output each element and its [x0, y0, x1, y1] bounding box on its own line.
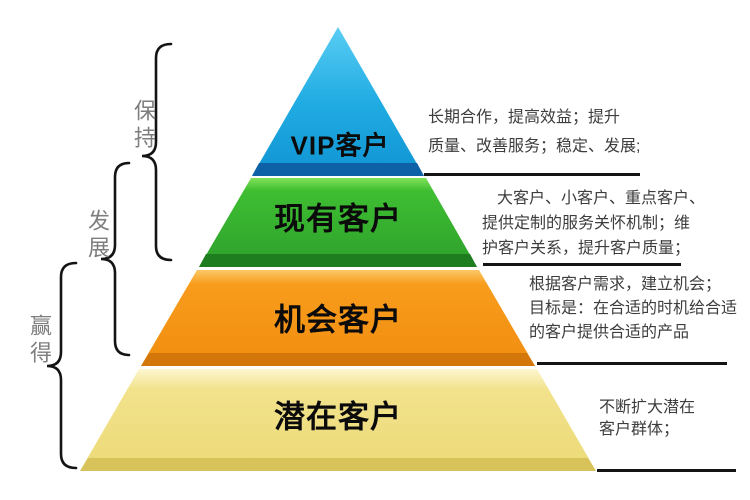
- pyramid-level-opportunity-face: [141, 270, 535, 366]
- annotation-line: 大客户、小客户、重点客户、: [497, 190, 706, 207]
- annotation-line: 质量、改善服务；稳定、发展;: [428, 138, 641, 155]
- annotation-potential: 不断扩大潜在 客户群体；: [599, 397, 695, 441]
- pyramid-level-existing-bevel: [199, 254, 477, 267]
- stage-label-develop: 发展: [85, 209, 110, 263]
- annotation-line: 提供定制的服务关怀机制；维: [482, 215, 691, 232]
- pyramid-level-vip-bevel: [252, 163, 424, 176]
- pyramid-level-opportunity-bevel: [141, 353, 535, 366]
- annotation-line: 目标是：在合适的时机给合适: [529, 300, 738, 317]
- level-label-existing: 现有客户: [274, 201, 402, 237]
- pyramid-level-potential-face: [80, 369, 596, 471]
- annotation-existing: 大客户、小客户、重点客户、 提供定制的服务关怀机制；维 护客户关系，提升客户质量…: [482, 186, 705, 261]
- pyramid-level-existing-face: [199, 178, 477, 267]
- annotation-line: 根据客户需求，建立机会；: [529, 276, 722, 293]
- pyramid-level-vip-face: [252, 27, 424, 176]
- annotation-line: 护客户关系，提升客户质量；: [482, 240, 691, 257]
- annotation-line: 的客户提供合适的产品: [529, 324, 690, 341]
- brace-develop: [100, 161, 131, 357]
- level-label-potential: 潜在客户: [274, 399, 402, 435]
- pyramid-level-potential-bevel: [80, 458, 596, 471]
- level-label-vip: VIP客户: [290, 130, 390, 161]
- annotation-vip: 长期合作，提高效益；提升 质量、改善服务；稳定、发展;: [428, 103, 640, 161]
- stage-label-keep: 保持: [131, 99, 156, 153]
- annotation-line: 客户群体；: [599, 421, 680, 438]
- annotation-line: 不断扩大潜在: [599, 399, 696, 416]
- level-label-opportunity: 机会客户: [274, 302, 402, 338]
- annotation-line: 长期合作，提高效益；提升: [428, 109, 621, 126]
- brace-win: [46, 261, 78, 470]
- stage-label-win: 赢得: [27, 314, 52, 368]
- annotation-opportunity: 根据客户需求，建立机会； 目标是：在合适的时机给合适 的客户提供合适的产品: [529, 273, 737, 345]
- brace-keep: [141, 42, 173, 262]
